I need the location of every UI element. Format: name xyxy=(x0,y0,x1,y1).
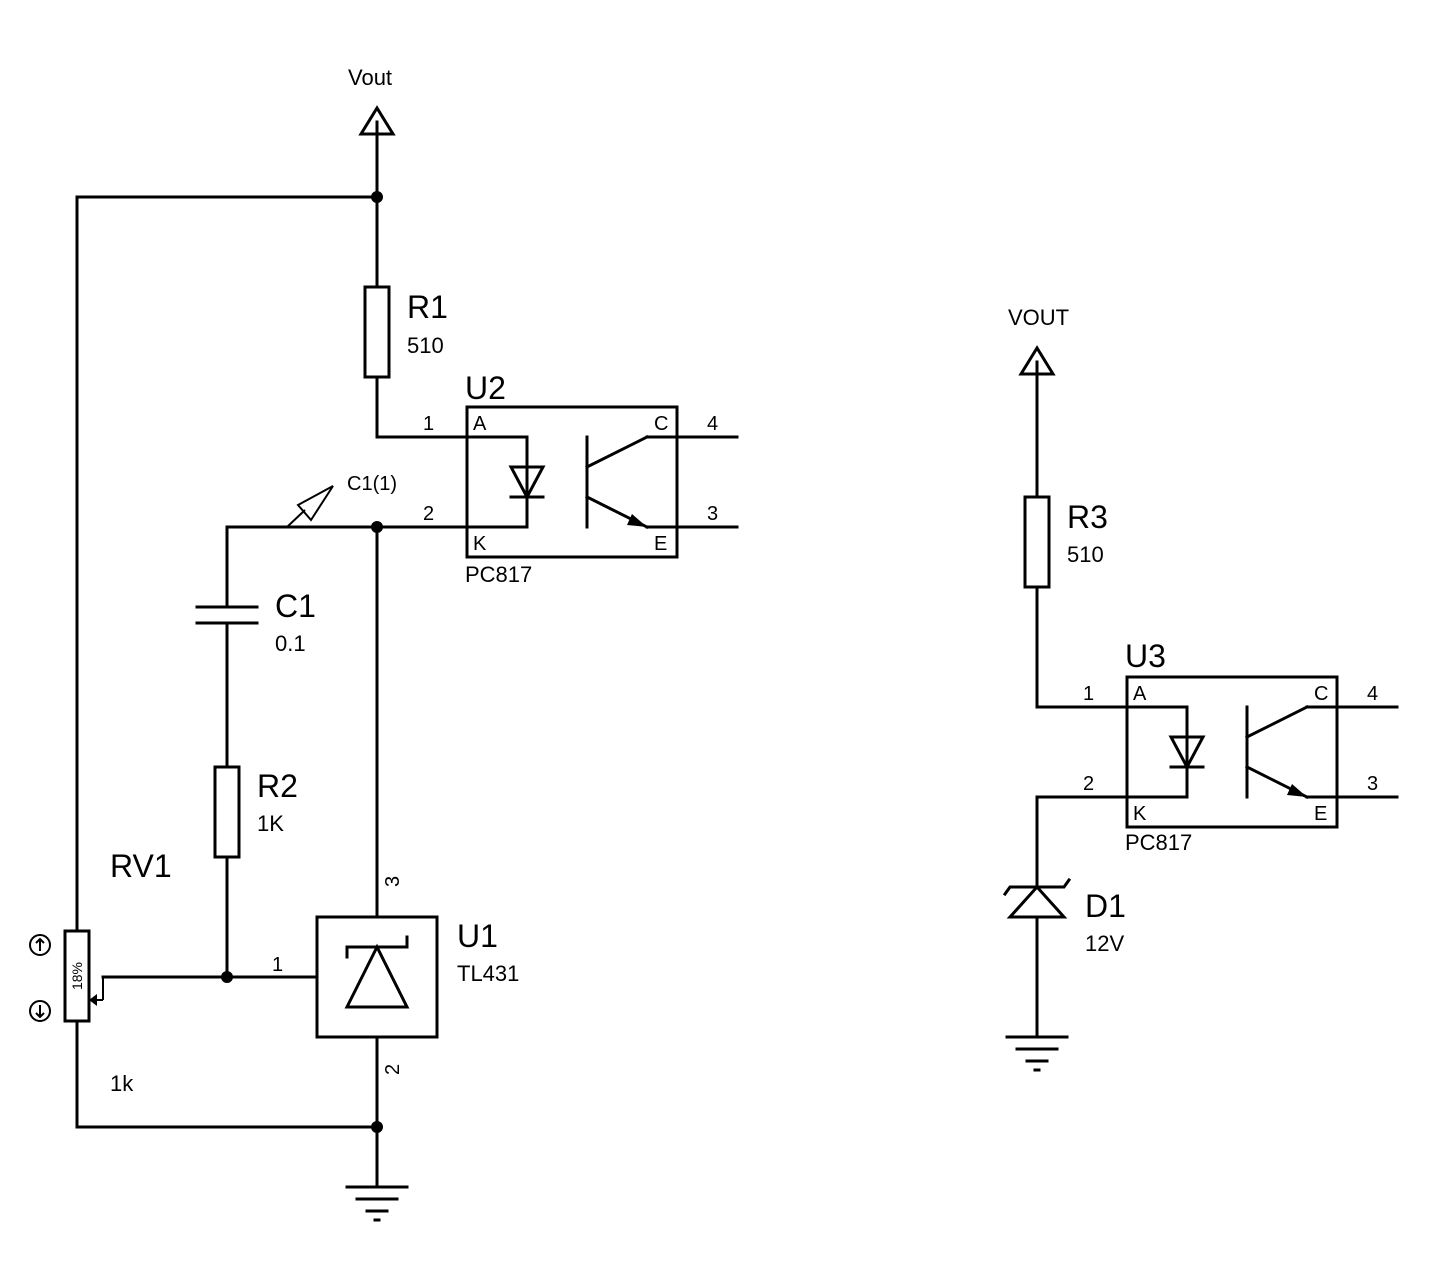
potentiometer-icon xyxy=(63,929,91,1023)
zener-diode-icon xyxy=(1006,884,1068,919)
potentiometer-rv1: 18% RV1 1k xyxy=(29,848,172,1096)
emitter-arrow-icon xyxy=(627,514,647,527)
u2-ref: U2 xyxy=(465,370,506,406)
optocoupler-body xyxy=(465,405,679,559)
ground-symbol-left xyxy=(345,1185,409,1222)
u3-pin-num-3: 3 xyxy=(1367,773,1378,795)
resistor-icon xyxy=(363,285,391,379)
c1-value: 0.1 xyxy=(275,631,306,656)
u3-part: PC817 xyxy=(1125,830,1192,855)
emitter-arrow-icon xyxy=(1287,784,1307,797)
u2-pin-c: C xyxy=(654,413,668,435)
led-diode-icon xyxy=(508,465,546,501)
r1-value: 510 xyxy=(407,333,444,358)
resistor-r2: R2 1K xyxy=(213,765,298,859)
r2-ref: R2 xyxy=(257,768,298,804)
d1-ref: D1 xyxy=(1085,888,1126,924)
u3-ref: U3 xyxy=(1125,638,1166,674)
rv1-wiper-value: 18% xyxy=(69,962,85,990)
r3-ref: R3 xyxy=(1067,499,1108,535)
vout-label: VOUT xyxy=(1008,305,1069,330)
down-arrow-icon[interactable] xyxy=(29,1000,51,1022)
d1-value: 12V xyxy=(1085,931,1124,956)
u3-pin-c: C xyxy=(1314,683,1328,705)
vout-power-terminal: VOUT xyxy=(1008,305,1069,376)
shunt-regulator-icon xyxy=(344,943,410,1009)
junction-dot xyxy=(371,191,383,203)
u3-pin-a: A xyxy=(1133,683,1147,705)
led-diode-icon xyxy=(1168,735,1206,771)
optocoupler-body xyxy=(1125,675,1339,829)
probe-label: C1(1) xyxy=(347,473,397,495)
resistor-r1: R1 510 xyxy=(363,285,448,379)
increment-button[interactable] xyxy=(29,934,51,956)
vout-label: Vout xyxy=(348,65,392,90)
u3-pin-num-2: 2 xyxy=(1083,773,1094,795)
u2-pin-a: A xyxy=(473,413,487,435)
ground-symbol-right xyxy=(1005,1035,1069,1072)
resistor-icon xyxy=(213,765,241,859)
junction-dot xyxy=(371,521,383,533)
right-wires xyxy=(1035,372,1129,1039)
u1-pin-num-1: 1 xyxy=(272,954,283,976)
wiper-arrow-icon xyxy=(89,994,97,1006)
u1-pin-num-3: 3 xyxy=(382,876,404,887)
u2-pin-num-3: 3 xyxy=(707,503,718,525)
tl431-body xyxy=(315,915,439,1039)
u2-pin-num-2: 2 xyxy=(423,503,434,525)
u2-part: PC817 xyxy=(465,562,532,587)
r2-value: 1K xyxy=(257,811,284,836)
up-arrow-icon[interactable] xyxy=(29,934,51,956)
u2-pin-e: E xyxy=(654,533,667,555)
junction-dot xyxy=(221,971,233,983)
u3-pin-k: K xyxy=(1133,803,1147,825)
u3-pin-num-1: 1 xyxy=(1083,683,1094,705)
capacitor-c1: C1 0.1 xyxy=(195,588,316,656)
resistor-r3: R3 510 xyxy=(1023,495,1108,589)
optocoupler-u2: A K C E 1 2 3 4 U2 PC817 xyxy=(423,370,739,587)
u2-pin-num-4: 4 xyxy=(707,413,718,435)
rv1-value: 1k xyxy=(110,1071,134,1096)
u3-pin-e: E xyxy=(1314,803,1327,825)
resistor-icon xyxy=(1023,495,1051,589)
optocoupler-u3: A K C E 1 2 3 4 U3 PC817 xyxy=(1083,638,1399,855)
probe-arrow-icon xyxy=(296,485,334,522)
c1-ref: C1 xyxy=(275,588,316,624)
left-circuit: Vout R1 510 xyxy=(29,65,739,1222)
r3-value: 510 xyxy=(1067,542,1104,567)
r1-ref: R1 xyxy=(407,289,448,325)
decrement-button[interactable] xyxy=(29,1000,51,1022)
zener-diode-d1: D1 12V xyxy=(1002,877,1126,956)
left-wires xyxy=(75,132,469,1189)
u1-part: TL431 xyxy=(457,961,519,986)
u3-pin-num-4: 4 xyxy=(1367,683,1378,705)
shunt-regulator-u1: U1 TL431 1 2 3 xyxy=(272,876,519,1075)
u1-ref: U1 xyxy=(457,918,498,954)
u2-pin-k: K xyxy=(473,533,487,555)
vout-power-terminal: Vout xyxy=(348,65,396,136)
u1-pin-num-2: 2 xyxy=(382,1064,404,1075)
voltage-probe: C1(1) xyxy=(286,473,397,528)
right-circuit: VOUT R3 510 A xyxy=(1002,305,1399,1072)
rv1-ref: RV1 xyxy=(110,848,172,884)
junction-dot xyxy=(371,1121,383,1133)
u2-pin-num-1: 1 xyxy=(423,413,434,435)
